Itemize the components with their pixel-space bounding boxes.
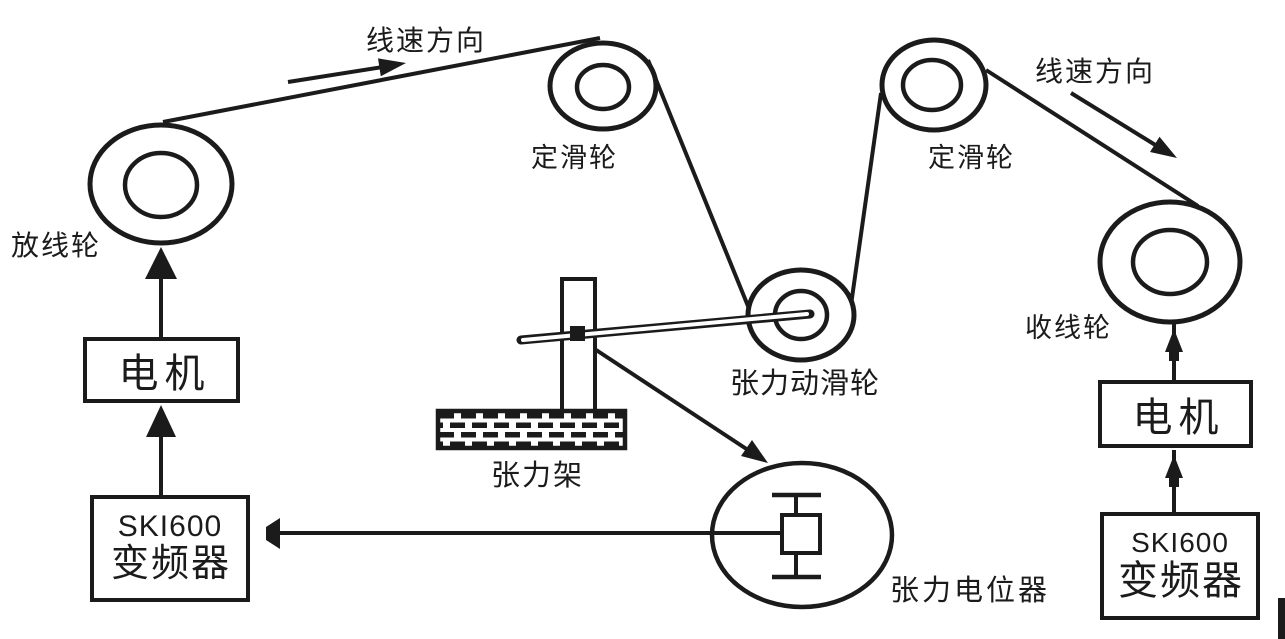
wire-pulley1-to-tension xyxy=(646,59,752,312)
right-inverter-name: 变频器 xyxy=(1118,559,1244,604)
pot-resistor-box xyxy=(780,513,822,555)
line-speed-right-label: 线速方向 xyxy=(1035,56,1156,87)
right-inverter-box: SKI600 变频器 xyxy=(1100,512,1260,620)
arrowhead xyxy=(741,440,768,463)
fixed-pulley-left-hub xyxy=(574,62,632,112)
tension-potentiometer-symbol xyxy=(266,460,895,610)
left-connectors xyxy=(145,247,177,495)
left-motor-box: 电机 xyxy=(83,337,240,403)
arrowhead xyxy=(378,58,406,77)
fixed-pulley-right-hub xyxy=(900,57,964,113)
wire-pulley2-to-takeup xyxy=(984,68,1200,208)
right-motor-box: 电机 xyxy=(1098,380,1253,448)
wheels xyxy=(87,37,1243,363)
frame-base xyxy=(435,408,628,451)
arrowhead xyxy=(1150,136,1177,158)
motor-to-takeup-arrowhead xyxy=(1165,329,1183,352)
takeup-wheel-label: 收线轮 xyxy=(1025,313,1112,343)
right-motor-label: 电机 xyxy=(1132,396,1225,440)
line-speed-arrow-right xyxy=(1069,91,1177,158)
takeup-wheel-hub xyxy=(1130,227,1210,297)
frame-post xyxy=(560,277,597,413)
right-inverter-model: SKI600 xyxy=(1131,526,1229,558)
left-inverter-model: SKI600 xyxy=(117,510,223,544)
inverter-to-motor-arrowhead xyxy=(146,405,176,437)
tension-moving-pulley-label: 张力动滑轮 xyxy=(730,368,881,400)
lever-arm xyxy=(516,309,815,345)
payoff-wheel-label: 放线轮 xyxy=(11,230,102,261)
feedback-arrowhead xyxy=(266,518,280,549)
tension-potentiometer-label: 张力电位器 xyxy=(890,575,1051,607)
left-motor-label: 电机 xyxy=(118,352,211,396)
tension-frame-structure xyxy=(435,277,628,451)
inverter-to-motor-arrowhead-right xyxy=(1165,455,1183,478)
pivot-to-potentiometer-arrow xyxy=(582,340,768,463)
border-artifact xyxy=(1278,598,1285,639)
wire-tension-to-pulley2 xyxy=(848,92,883,313)
left-inverter-name: 变频器 xyxy=(110,543,231,586)
wire-path xyxy=(162,36,1200,313)
wire-payoff-to-pulley1 xyxy=(162,36,601,124)
fixed-pulley-right-label: 定滑轮 xyxy=(928,143,1015,173)
motor-to-payoff-arrowhead xyxy=(145,247,177,279)
lever-pivot xyxy=(570,326,585,341)
fixed-pulley-left-label: 定滑轮 xyxy=(531,143,618,173)
right-connectors xyxy=(1165,322,1183,512)
tension-frame-label: 张力架 xyxy=(491,460,585,492)
line-speed-left-label: 线速方向 xyxy=(366,25,487,56)
payoff-wheel-hub xyxy=(122,150,200,220)
left-inverter-box: SKI600 变频器 xyxy=(90,495,250,602)
line-speed-arrow-left xyxy=(287,58,406,84)
arrow-tail-blob xyxy=(1169,352,1179,361)
arrow-tail-blob xyxy=(1169,478,1179,487)
